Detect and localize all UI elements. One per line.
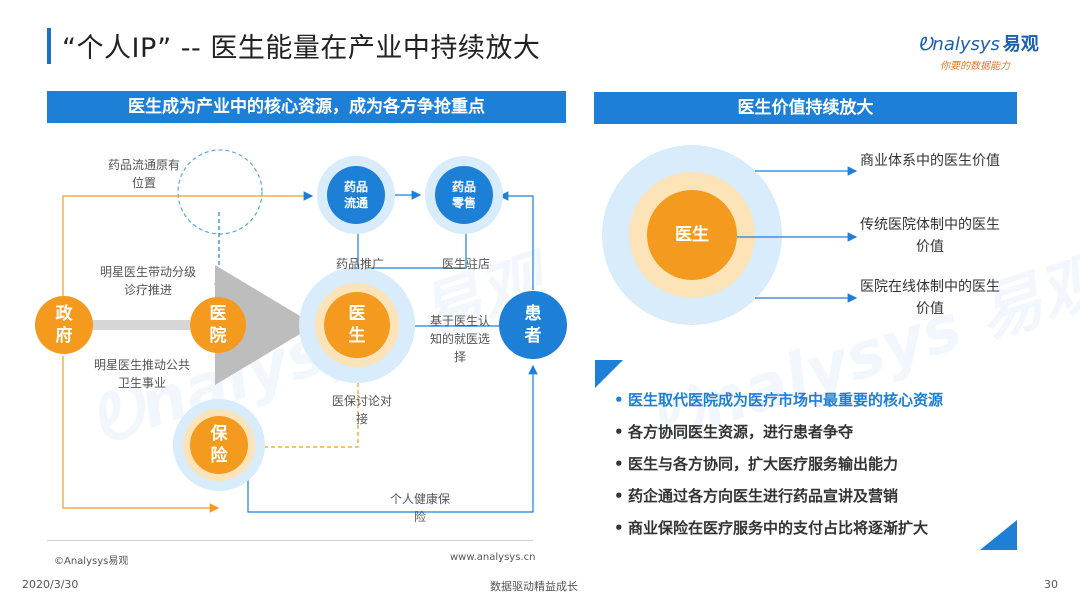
logo-swirl-icon: Ꭷ <box>918 34 933 55</box>
doctor-node <box>324 292 390 358</box>
doctor-store-label: 医生驻店 <box>441 257 490 271</box>
gov-node <box>35 296 93 354</box>
doctor-label: 医生 <box>348 304 366 346</box>
insurance-label: 保险 <box>210 424 228 466</box>
gov-label: 政府 <box>55 304 73 346</box>
bullet-dot-icon: • <box>614 455 624 473</box>
value-ring-core <box>647 190 737 280</box>
drug-retail-label: 药品零售 <box>451 180 476 210</box>
value-center-label: 医生 <box>675 225 709 245</box>
page-title: “个人IP” -- 医生能量在产业中持续放大 <box>62 33 541 64</box>
footer-tagline: 数据驱动精益成长 <box>490 580 578 593</box>
title-accent-bar <box>47 28 51 64</box>
drug-retail-node <box>435 166 493 224</box>
logo-cn-text: 易观 <box>1002 34 1039 55</box>
drug-circulation-label: 药品流通 <box>343 180 368 210</box>
page-number: 30 <box>1044 578 1058 591</box>
patient-label: 患者 <box>524 304 542 346</box>
right-section-banner: 医生价值持续放大 <box>594 92 1017 124</box>
drug-promo-label: 药品推广 <box>335 257 384 271</box>
copyright: ©Analysys易观 <box>54 556 129 567</box>
personal-health-label: 个人健康保险 <box>390 492 451 524</box>
corner-decoration-bottom <box>980 520 1017 550</box>
value-online-label: 医院在线体制中的医生价值 <box>860 279 1000 317</box>
star-public-label: 明星医生推动公共卫生事业 <box>94 358 191 390</box>
logo-text: nalysys <box>932 34 1000 55</box>
footer-divider <box>47 540 533 541</box>
bullet-dot-icon: • <box>614 519 624 537</box>
bullet-dot-icon: • <box>614 487 624 505</box>
orig-position-label: 药品流通原有位置 <box>108 158 181 190</box>
list-item: •商业保险在医疗服务中的支付占比将逐渐扩大 <box>614 512 1034 544</box>
key-points-list: •医生取代医院成为医疗市场中最重要的核心资源 •各方协同医生资源，进行患者争夺 … <box>614 384 1034 544</box>
list-item: •各方协同医生资源，进行患者争夺 <box>614 416 1034 448</box>
logo-tagline: 你要的数据能力 <box>940 61 1010 72</box>
footer-date: 2020/3/30 <box>22 578 79 591</box>
corner-decoration-top <box>595 360 623 388</box>
bullet-dot-icon: • <box>614 391 624 409</box>
website-link[interactable]: www.analysys.cn <box>450 552 536 563</box>
insurance-node <box>190 416 248 474</box>
hospital-label: 医院 <box>209 304 227 346</box>
bullet-dot-icon: • <box>614 423 624 441</box>
left-section-banner: 医生成为产业中的核心资源，成为各方争抢重点 <box>47 91 566 123</box>
original-position-circle <box>177 149 263 235</box>
drug-circulation-node <box>327 166 385 224</box>
list-item: •医生与各方协同，扩大医疗服务输出能力 <box>614 448 1034 480</box>
patient-node <box>499 291 567 359</box>
value-traditional-label: 传统医院体制中的医生价值 <box>860 217 1000 255</box>
list-item: •医生取代医院成为医疗市场中最重要的核心资源 <box>614 384 1034 416</box>
hospital-node <box>190 297 246 353</box>
value-commercial-label: 商业体系中的医生价值 <box>860 153 1000 169</box>
insurance-negotiate-label: 医保讨论对接 <box>332 394 393 426</box>
star-tier-label: 明星医生带动分级诊疗推进 <box>100 265 197 297</box>
list-item: •药企通过各方向医生进行药品宣讲及营销 <box>614 480 1034 512</box>
patient-choice-label: 基于医生认知的就医选择 <box>430 314 491 364</box>
